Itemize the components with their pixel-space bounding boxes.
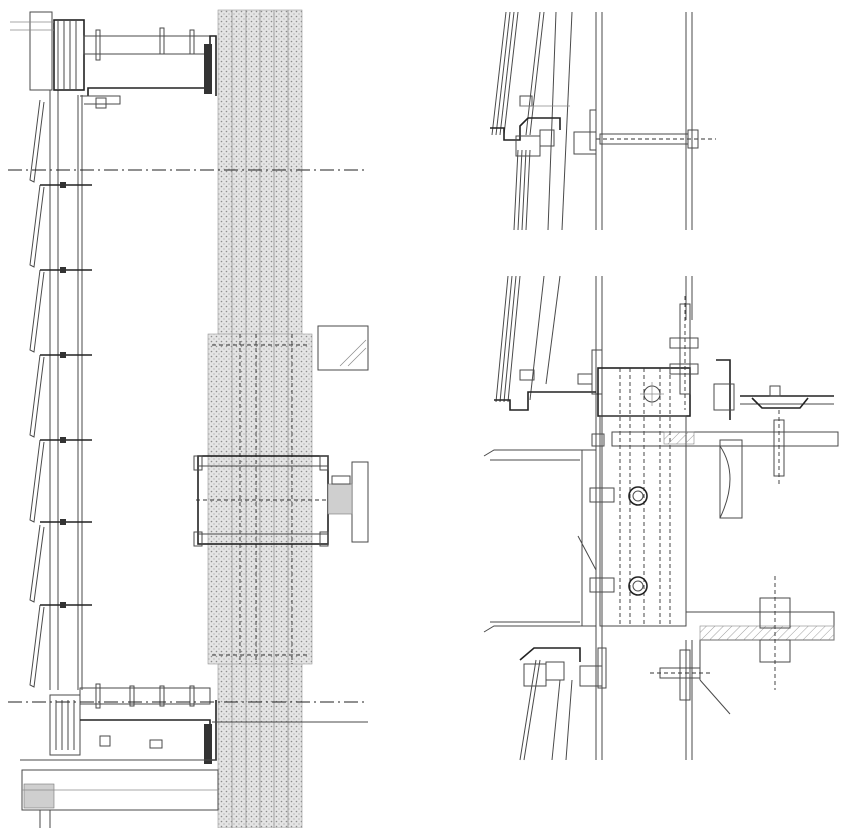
glass-clamp-top — [490, 95, 597, 157]
aluminium-mullion-profile — [483, 449, 597, 633]
adjacent-slab-detail — [317, 325, 369, 543]
glass-clamp-upper — [494, 349, 603, 411]
top-frame-assembly — [10, 11, 217, 109]
bolt-horizontal-top — [589, 109, 716, 151]
horizontal-bolt-bottom — [650, 649, 731, 715]
steel-angle-beam — [611, 359, 839, 519]
main-steel-bracket — [589, 367, 691, 627]
bottom-frame-assembly — [20, 683, 219, 828]
glass-clamp-lower — [519, 647, 607, 689]
right-top-detail — [490, 11, 716, 231]
right-bottom-detail — [483, 275, 839, 761]
lower-steel-section — [686, 576, 835, 690]
ledger-plate-right — [740, 385, 834, 484]
left-elevation-section — [8, 9, 369, 828]
sloped-glass-panels — [29, 90, 92, 690]
vertical-bolt-top — [669, 296, 699, 410]
